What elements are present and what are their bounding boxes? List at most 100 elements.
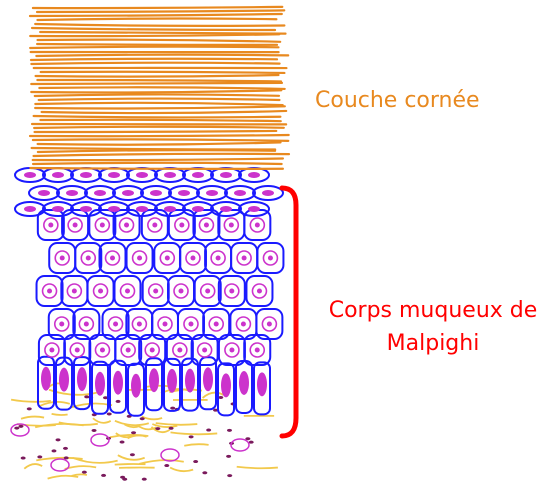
dermis-dot: [169, 427, 174, 430]
keratin-strand: [30, 168, 283, 169]
spinous-nucleolus: [59, 322, 64, 327]
spinous-nucleolus: [73, 223, 78, 228]
spinous-nucleolus: [126, 348, 131, 353]
spinous-nucleolus: [137, 322, 142, 327]
keratin-strand: [37, 10, 284, 12]
dermis-dot: [131, 431, 136, 434]
dermis-cell: [51, 459, 69, 471]
spinous-nucleolus: [190, 256, 195, 261]
dermis-dot: [51, 449, 56, 452]
spinous-nucleolus: [179, 223, 184, 228]
basal-nucleus: [257, 372, 267, 396]
spinous-nucleolus: [216, 256, 221, 261]
dermis-dot: [164, 464, 169, 467]
keratin-strand: [36, 75, 279, 77]
dermis-fiber: [237, 467, 278, 469]
keratin-strand: [31, 59, 277, 60]
spinous-nucleolus: [100, 348, 105, 353]
dermis-dot: [218, 396, 223, 399]
spinous-nucleolus: [205, 289, 210, 294]
dermis-fiber: [115, 421, 149, 425]
dermis-fiber: [139, 460, 184, 464]
spinous-nucleolus: [124, 223, 129, 228]
granular-nucleus: [80, 172, 92, 178]
dermis-fiber: [72, 474, 87, 476]
malpighian-layer-label: Corps muqueux de Malpighi: [318, 294, 548, 360]
basal-nucleus: [113, 371, 123, 395]
spinous-nucleolus: [72, 289, 77, 294]
keratin-strand: [34, 154, 289, 156]
dermis-dot: [226, 455, 231, 458]
granular-nucleus: [94, 190, 106, 196]
granular-nucleus: [38, 190, 50, 196]
granular-nucleus: [248, 172, 260, 178]
dermis-fiber: [184, 444, 208, 446]
spinous-nucleolus: [214, 322, 219, 327]
granular-nucleus: [164, 172, 176, 178]
spinous-nucleolus: [229, 223, 234, 228]
dermis-dot: [189, 435, 194, 438]
spinous-nucleolus: [60, 256, 65, 261]
keratin-strand: [34, 116, 281, 117]
keratin-strand: [40, 120, 280, 121]
spinous-nucleolus: [47, 289, 52, 294]
spinous-nucleolus: [255, 223, 260, 228]
spinous-nucleolus: [177, 348, 182, 353]
dermis-fiber: [24, 464, 42, 469]
spinous-nucleolus: [229, 348, 234, 353]
keratin-strand: [35, 131, 277, 132]
dermis-dot: [227, 429, 232, 432]
granular-cell-layer: [15, 168, 283, 216]
spinous-nucleolus: [48, 223, 53, 228]
dermis-dot: [82, 471, 87, 474]
keratin-strand: [36, 55, 288, 56]
spinous-nucleolus: [179, 289, 184, 294]
spinous-nucleolus: [100, 223, 105, 228]
basal-nucleus: [59, 368, 69, 392]
dermis-dot: [140, 417, 145, 420]
spinous-nucleolus: [98, 289, 103, 294]
spinous-nucleolus: [204, 223, 209, 228]
keratin-strand: [33, 139, 288, 140]
granular-nucleus: [52, 172, 64, 178]
keratin-strand: [31, 90, 281, 92]
basal-nucleus: [77, 367, 87, 391]
spinous-nucleolus: [255, 348, 260, 353]
keratin-strand: [39, 87, 284, 89]
keratin-strand: [38, 150, 275, 152]
keratin-strand: [37, 80, 281, 81]
basal-nucleus: [95, 372, 105, 396]
dermis-fiber: [170, 468, 193, 472]
dermis-dot: [27, 407, 32, 410]
dermis-cell: [231, 439, 249, 451]
dermis-dot: [101, 474, 106, 477]
spinous-nucleolus: [152, 223, 157, 228]
granular-nucleus: [178, 190, 190, 196]
stratum-corneum-layer: [30, 7, 289, 169]
dermis-dot: [227, 474, 232, 477]
granular-nucleus: [220, 172, 232, 178]
keratin-strand: [33, 158, 283, 160]
granular-nucleus: [122, 190, 134, 196]
basal-nucleus: [41, 367, 51, 391]
dermis-fiber: [52, 414, 68, 415]
keratin-strand: [31, 63, 279, 64]
keratin-strand: [35, 94, 279, 96]
spinous-nucleolus: [49, 348, 54, 353]
dermis-dot: [122, 478, 127, 481]
spinous-nucleolus: [75, 348, 80, 353]
keratin-strand: [30, 34, 279, 36]
keratin-strand: [35, 106, 285, 108]
spinous-nucleolus: [113, 322, 118, 327]
dermis-dot: [202, 471, 207, 474]
granular-nucleus: [262, 190, 274, 196]
dermis-dot: [18, 425, 23, 428]
granular-nucleus: [24, 206, 36, 212]
basal-nucleus: [221, 373, 231, 397]
dermis-dot: [116, 400, 121, 403]
keratin-strand: [38, 142, 281, 144]
spinous-nucleolus: [188, 322, 193, 327]
keratin-strand: [33, 163, 282, 164]
keratin-strand: [32, 28, 275, 30]
